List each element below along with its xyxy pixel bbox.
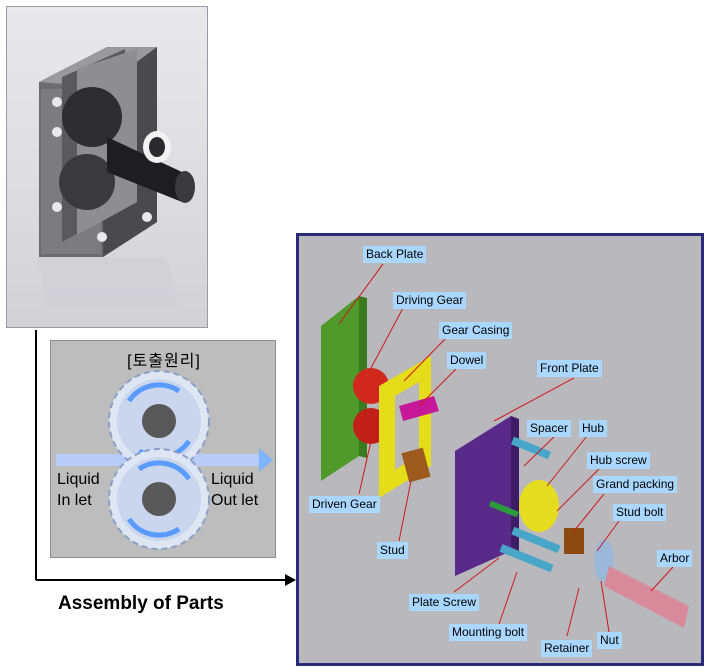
gear-pump-diagram — [56, 370, 273, 550]
label-driven-gear: Driven Gear — [309, 496, 380, 513]
label-hub: Hub — [579, 420, 608, 437]
label-dowel: Dowel — [447, 352, 487, 369]
inlet-label-line2: In let — [57, 492, 92, 509]
label-gear-casing: Gear Casing — [439, 322, 513, 339]
inlet-label-line1: Liquid — [57, 471, 100, 488]
label-plate-screw: Plate Screw — [409, 594, 480, 611]
outlet-label-line1: Liquid — [211, 471, 254, 488]
assembled-pump-image — [6, 6, 208, 328]
principle-title: [토출원리] — [127, 353, 201, 370]
label-stud-bolt: Stud bolt — [613, 504, 667, 521]
label-retainer: Retainer — [541, 640, 593, 657]
label-back-plate: Back Plate — [363, 246, 427, 263]
assembly-caption: Assembly of Parts — [58, 593, 224, 614]
outlet-label: Liquid Out let — [211, 469, 258, 511]
label-stud: Stud — [377, 542, 408, 559]
label-front-plate: Front Plate — [537, 360, 602, 377]
label-driving-gear: Driving Gear — [393, 292, 467, 309]
discharge-principle-panel: [토출원리] Liquid In let Liquid Out let — [50, 340, 276, 558]
exploded-view-panel: Back Plate Driving Gear Gear Casing Dowe… — [296, 233, 704, 666]
exploded-parts-drawing — [321, 263, 689, 637]
label-hub-screw: Hub screw — [587, 452, 650, 469]
label-spacer: Spacer — [527, 420, 572, 437]
label-mounting-bolt: Mounting bolt — [449, 624, 528, 641]
label-grand-packing: Grand packing — [593, 476, 678, 493]
outlet-label-line2: Out let — [211, 492, 259, 509]
inlet-label: Liquid In let — [57, 469, 100, 511]
label-arbor: Arbor — [657, 550, 693, 567]
label-nut: Nut — [597, 632, 622, 649]
